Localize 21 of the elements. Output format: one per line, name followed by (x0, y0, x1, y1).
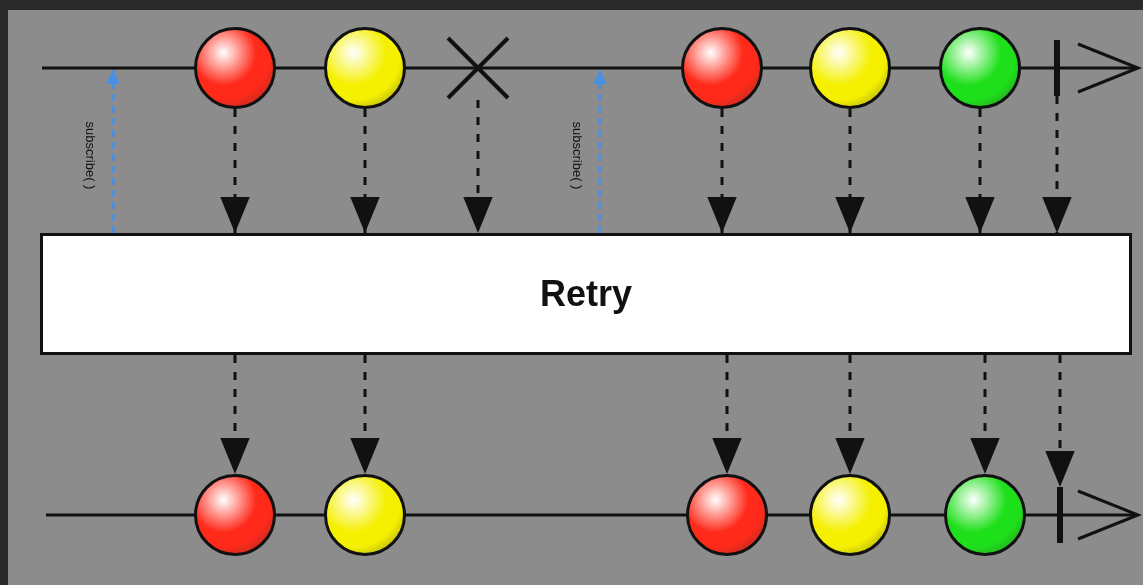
arrow (463, 100, 493, 233)
edge-label: subscribe( ) (570, 121, 586, 190)
completion-bar (1054, 40, 1060, 96)
arrow (593, 70, 607, 233)
arrow (712, 355, 742, 474)
arrow (106, 70, 120, 233)
arrow (350, 109, 380, 233)
error-mark (446, 36, 510, 100)
arrow (350, 355, 380, 474)
arrow (220, 109, 250, 233)
arrow (970, 355, 1000, 474)
arrow (835, 355, 865, 474)
arrow (220, 355, 250, 474)
edge-label: subscribe( ) (83, 121, 99, 190)
arrow (1042, 96, 1072, 233)
operator-box: Retry (40, 233, 1132, 355)
completion-bar (1057, 487, 1063, 543)
arrow (965, 109, 995, 233)
arrow (1045, 355, 1075, 487)
arrow (835, 109, 865, 233)
arrow (707, 109, 737, 233)
